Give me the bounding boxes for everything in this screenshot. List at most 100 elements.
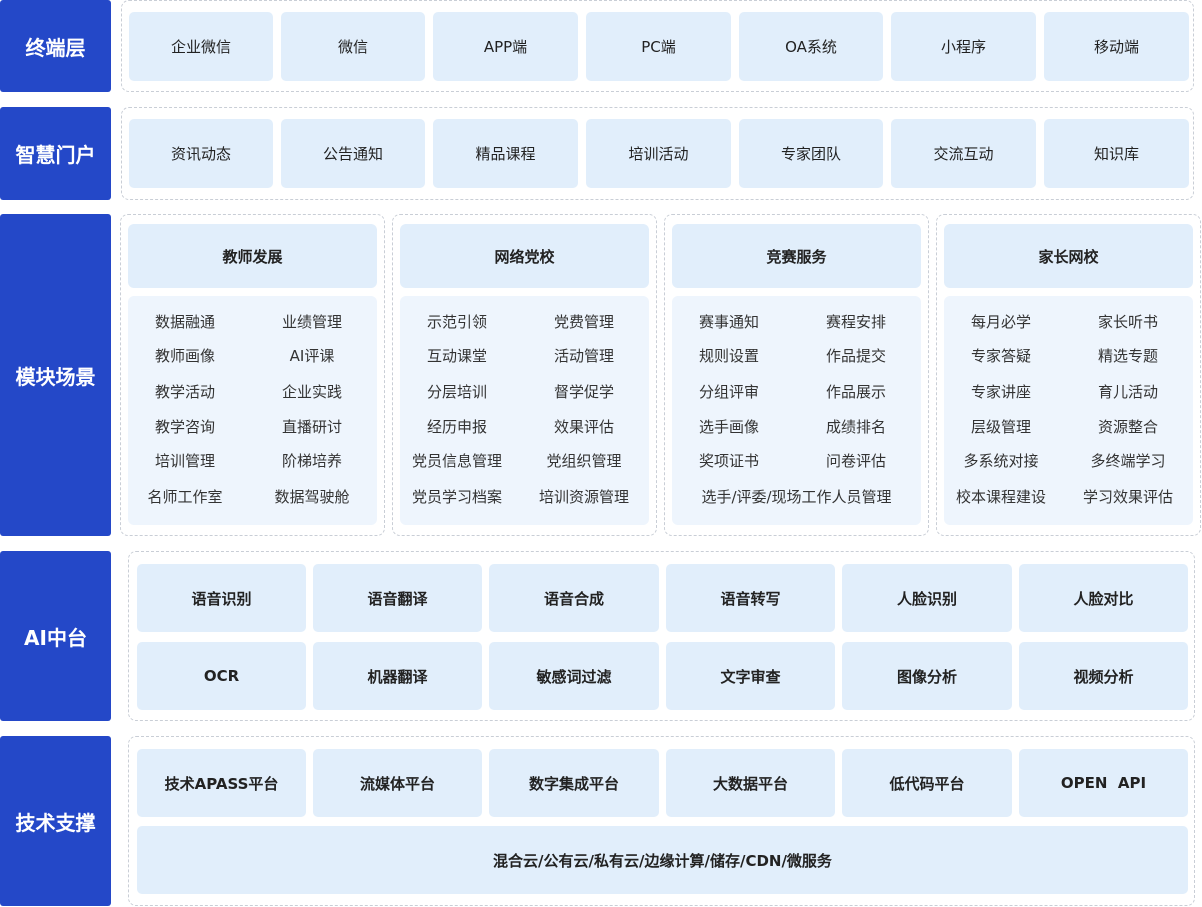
- ai-item[interactable]: OCR: [137, 642, 306, 710]
- portal-item[interactable]: 知识库: [1044, 119, 1189, 188]
- ai-item[interactable]: 视频分析: [1019, 642, 1188, 710]
- terminal-item[interactable]: 小程序: [891, 12, 1036, 81]
- module-item[interactable]: 成绩排名: [825, 418, 886, 436]
- portal-item[interactable]: 精品课程: [433, 119, 578, 188]
- portal-layer-frame: [121, 107, 1194, 200]
- module-title-teacher[interactable]: 教师发展: [128, 224, 377, 288]
- terminal-layer-label: 终端层: [0, 0, 111, 92]
- module-title-competition[interactable]: 竞赛服务: [672, 224, 921, 288]
- portal-layer-label: 智慧门户: [0, 107, 111, 200]
- module-item[interactable]: 示范引领: [426, 313, 487, 331]
- module-item[interactable]: 奖项证书: [698, 452, 759, 470]
- tech-item[interactable]: 流媒体平台: [313, 749, 482, 817]
- tech-item[interactable]: 大数据平台: [666, 749, 835, 817]
- module-item[interactable]: 资源整合: [1097, 418, 1158, 436]
- module-item[interactable]: 党员学习档案: [411, 488, 502, 506]
- ai-item[interactable]: 机器翻译: [313, 642, 482, 710]
- module-frame-teacher: [120, 214, 385, 536]
- terminal-item[interactable]: PC端: [586, 12, 731, 81]
- portal-item[interactable]: 公告通知: [281, 119, 425, 188]
- module-item[interactable]: 赛事通知: [698, 313, 759, 331]
- module-item[interactable]: 培训资源管理: [538, 488, 629, 506]
- module-item[interactable]: 精选专题: [1097, 347, 1158, 365]
- module-item[interactable]: 党费管理: [553, 313, 614, 331]
- module-item[interactable]: 效果评估: [553, 418, 614, 436]
- tech-item[interactable]: OPEN API: [1019, 749, 1188, 817]
- module-item[interactable]: 规则设置: [698, 347, 759, 365]
- module-title-parent[interactable]: 家长网校: [944, 224, 1193, 288]
- terminal-item[interactable]: 微信: [281, 12, 425, 81]
- portal-item[interactable]: 交流互动: [891, 119, 1036, 188]
- terminal-item[interactable]: 企业微信: [129, 12, 273, 81]
- ai-item[interactable]: 语音翻译: [313, 564, 482, 632]
- terminal-item[interactable]: 移动端: [1044, 12, 1189, 81]
- module-item[interactable]: 每月必学: [970, 313, 1031, 331]
- ai-item[interactable]: 文字审查: [666, 642, 835, 710]
- portal-item[interactable]: 专家团队: [739, 119, 883, 188]
- ai-item[interactable]: 人脸识别: [842, 564, 1012, 632]
- module-item[interactable]: 名师工作室: [147, 488, 223, 506]
- module-body-teacher: [128, 296, 377, 525]
- module-item[interactable]: 层级管理: [970, 418, 1031, 436]
- portal-item[interactable]: 培训活动: [586, 119, 731, 188]
- module-item[interactable]: 数据融通: [154, 313, 215, 331]
- module-item[interactable]: AI评课: [289, 347, 335, 365]
- ai-item[interactable]: 语音转写: [666, 564, 835, 632]
- module-item[interactable]: 阶梯培养: [281, 452, 342, 470]
- module-frame-party: [392, 214, 657, 536]
- module-item-wide[interactable]: 选手/评委/现场工作人员管理: [701, 488, 892, 506]
- module-item[interactable]: 教学咨询: [154, 418, 215, 436]
- ai-layer-frame: [128, 551, 1195, 721]
- module-item[interactable]: 直播研讨: [281, 418, 342, 436]
- module-body-parent: [944, 296, 1193, 525]
- module-item[interactable]: 企业实践: [281, 383, 342, 401]
- module-item[interactable]: 作品展示: [825, 383, 886, 401]
- module-item[interactable]: 选手画像: [698, 418, 759, 436]
- terminal-item[interactable]: APP端: [433, 12, 578, 81]
- tech-layer-label: 技术支撑: [0, 736, 111, 906]
- tech-layer-frame: [128, 736, 1195, 906]
- module-body-party: [400, 296, 649, 525]
- ai-item[interactable]: 语音合成: [489, 564, 659, 632]
- ai-item[interactable]: 敏感词过滤: [489, 642, 659, 710]
- module-item[interactable]: 作品提交: [825, 347, 886, 365]
- tech-item[interactable]: 数字集成平台: [489, 749, 659, 817]
- module-item[interactable]: 育儿活动: [1097, 383, 1158, 401]
- module-item[interactable]: 党员信息管理: [411, 452, 502, 470]
- module-item[interactable]: 家长听书: [1097, 313, 1158, 331]
- terminal-layer-frame: [121, 0, 1194, 92]
- module-item[interactable]: 学习效果评估: [1082, 488, 1173, 506]
- tech-item[interactable]: 技术APASS平台: [137, 749, 306, 817]
- tech-infra-bar[interactable]: 混合云/公有云/私有云/边缘计算/储存/CDN/微服务: [137, 826, 1188, 894]
- module-item[interactable]: 督学促学: [553, 383, 614, 401]
- module-item[interactable]: 教师画像: [154, 347, 215, 365]
- module-item[interactable]: 经历申报: [426, 418, 487, 436]
- ai-item[interactable]: 人脸对比: [1019, 564, 1188, 632]
- module-item[interactable]: 党组织管理: [546, 452, 622, 470]
- module-item[interactable]: 互动课堂: [426, 347, 487, 365]
- portal-item[interactable]: 资讯动态: [129, 119, 273, 188]
- ai-item[interactable]: 语音识别: [137, 564, 306, 632]
- module-frame-parent: [936, 214, 1201, 536]
- module-item[interactable]: 教学活动: [154, 383, 215, 401]
- ai-item[interactable]: 图像分析: [842, 642, 1012, 710]
- module-item[interactable]: 多终端学习: [1090, 452, 1166, 470]
- module-item[interactable]: 校本课程建设: [955, 488, 1046, 506]
- module-item[interactable]: 培训管理: [154, 452, 215, 470]
- modules-layer-label: 模块场景: [0, 214, 111, 536]
- module-item[interactable]: 活动管理: [553, 347, 614, 365]
- tech-item[interactable]: 低代码平台: [842, 749, 1012, 817]
- module-title-party[interactable]: 网络党校: [400, 224, 649, 288]
- module-item[interactable]: 专家答疑: [970, 347, 1031, 365]
- ai-layer-label: AI中台: [0, 551, 111, 721]
- terminal-item[interactable]: OA系统: [739, 12, 883, 81]
- module-item[interactable]: 分组评审: [698, 383, 759, 401]
- module-item[interactable]: 数据驾驶舱: [274, 488, 350, 506]
- module-item[interactable]: 分层培训: [426, 383, 487, 401]
- module-frame-competition: [664, 214, 929, 536]
- module-item[interactable]: 赛程安排: [825, 313, 886, 331]
- module-item[interactable]: 业绩管理: [281, 313, 342, 331]
- module-item[interactable]: 多系统对接: [963, 452, 1039, 470]
- module-item[interactable]: 问卷评估: [825, 452, 886, 470]
- module-item[interactable]: 专家讲座: [970, 383, 1031, 401]
